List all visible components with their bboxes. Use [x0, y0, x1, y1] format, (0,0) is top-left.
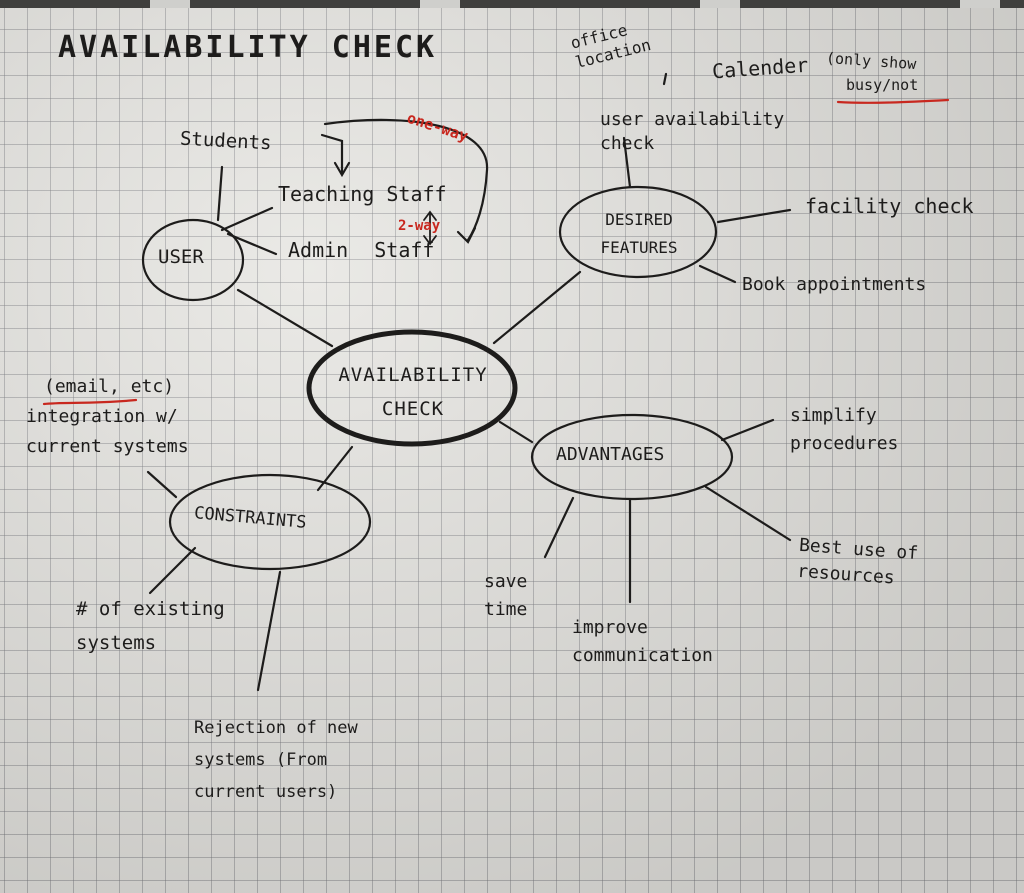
advantages-node-outline — [530, 413, 734, 501]
facility-check-label: facility check — [805, 194, 974, 218]
calendar-busy-note: busy/not — [846, 76, 919, 94]
notebook-binding — [0, 0, 1024, 8]
desired-features-node-label: DESIRED FEATURES — [600, 210, 678, 257]
simplify-procedures-label: simplify procedures — [790, 405, 899, 454]
constraints-node-outline — [168, 473, 372, 571]
user-node-label: USER — [158, 246, 204, 268]
improve-communication-label: improve communication — [572, 617, 713, 666]
integration-label: integration w/ current systems — [26, 406, 189, 457]
advantages-node-label: ADVANTAGES — [556, 444, 665, 465]
user-item-admin-staff: Admin Staff — [288, 238, 435, 262]
center-node-outline — [306, 329, 518, 447]
user-item-students: Students — [179, 127, 273, 155]
book-appointments-label: Book appointments — [742, 274, 927, 295]
center-node-label: AVAILABILITY CHECK — [338, 364, 488, 420]
existing-systems-label: # of existing systems — [76, 598, 225, 654]
save-time-label: save time — [484, 571, 528, 620]
best-use-of-resources-label: Best use of resources — [796, 534, 919, 589]
user-node-outline — [141, 218, 245, 302]
integration-note-label: (email, etc) — [44, 376, 175, 397]
user-availability-check-label: user availability check — [600, 109, 785, 154]
two-way-annotation: 2-way — [398, 218, 441, 234]
page-title: AVAILABILITY CHECK — [58, 30, 438, 65]
rejection-label: Rejection of new systems (From current u… — [194, 718, 358, 802]
user-item-teaching-staff: Teaching Staff — [278, 182, 447, 206]
desired-features-node-outline — [558, 185, 718, 279]
